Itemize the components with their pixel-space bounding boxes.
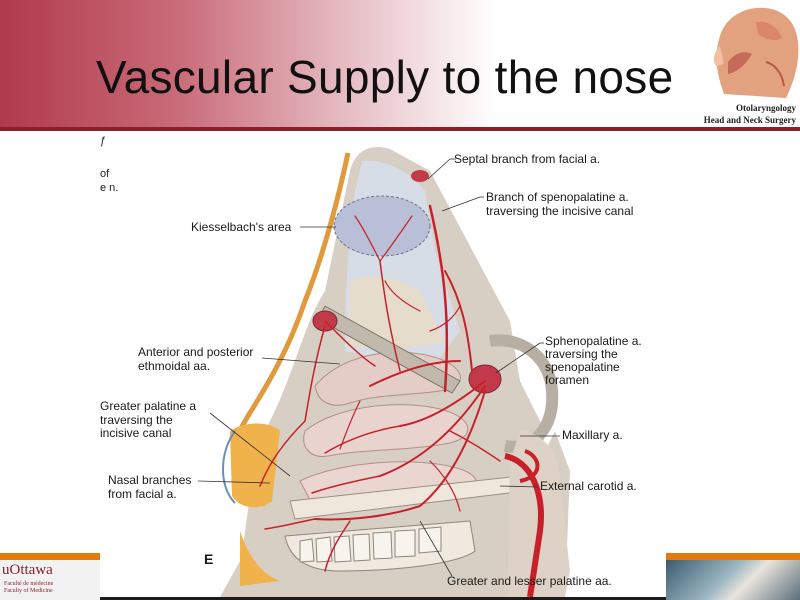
uottawa-logo: uOttawa [2,562,53,578]
label-external-carotid: External carotid a. [540,479,637,493]
label-maxillary: Maxillary a. [562,428,623,442]
nasal-vasculature-illustration [197,147,570,597]
department-name: Otolaryngology Head and Neck Surgery [704,102,796,126]
label-nasal-branches-1: Nasal branches [108,473,192,487]
footer-photo [666,560,800,600]
label-sphenopalatine-3: spenopalatine [545,360,620,374]
faculty-name: Faculté de médecine Faculty of Medicine [4,581,53,595]
faculty-en: Faculty of Medicine [4,588,53,594]
department-line-1: Otolaryngology [736,103,796,113]
label-nasal-branches-2: from facial a. [108,487,177,501]
label-ethmoidal-2: ethmoidal aa. [138,359,211,373]
label-ethmoidal-1: Anterior and posterior [138,345,254,359]
cropped-text-1: ƒ [100,135,107,147]
header-band [0,0,800,128]
label-greater-lesser-palatine: Greater and lesser palatine aa. [447,574,612,588]
department-line-2: Head and Neck Surgery [703,115,796,125]
label-sphenopalatine-1: Sphenopalatine a. [545,334,642,348]
slide-title: Vascular Supply to the nose [96,51,674,103]
footer-logo-area [0,560,100,600]
label-greater-palatine-2: traversing the [100,413,173,427]
cropped-text-3: e n. [100,182,119,194]
anatomy-head-logo [713,7,799,98]
label-greater-palatine-1: Greater palatine a [100,399,197,413]
label-spenopalatine-branch-1: Branch of spenopalatine a. [486,190,629,204]
footer-accent-left [0,553,100,560]
label-sphenopalatine-4: foramen [545,373,590,387]
label-kiesselbach: Kiesselbach's area [191,220,292,234]
cropped-text-2: of [100,168,110,180]
label-septal-branch: Septal branch from facial a. [454,152,601,166]
panel-letter: E [204,551,214,567]
anatomy-figure: ƒ of e n. [100,131,666,597]
label-sphenopalatine-2: traversing the [545,347,618,361]
faculty-fr: Faculté de médecine [4,581,54,587]
label-spenopalatine-branch-2: traversing the incisive canal [486,204,634,218]
label-greater-palatine-3: incisive canal [100,426,172,440]
header-rule [0,127,800,131]
footer-accent-right [666,553,800,560]
